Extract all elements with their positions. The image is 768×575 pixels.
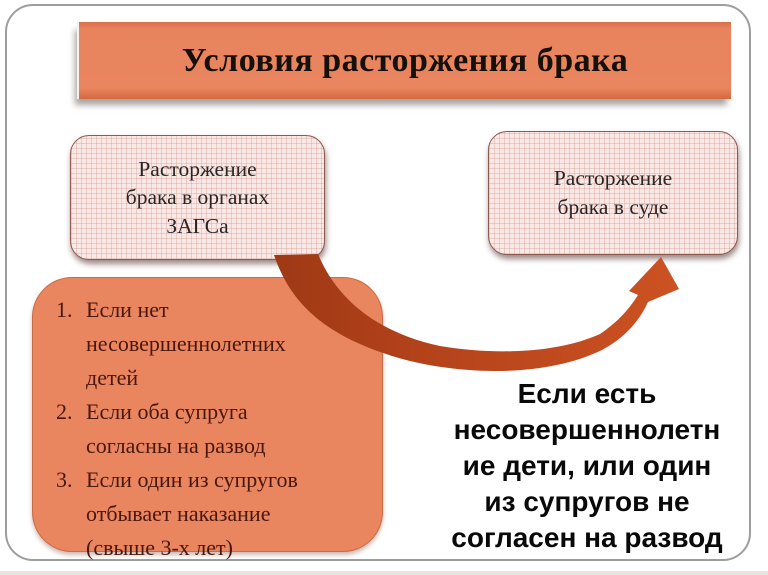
slide-frame-border xyxy=(5,4,751,561)
note-line-2: несовершеннолетн xyxy=(453,414,721,445)
list-item-number: 2. xyxy=(56,399,73,424)
list-item-number: 1. xyxy=(56,297,73,322)
list-item-number: 3. xyxy=(56,467,73,492)
court-condition-note: Если есть несовершеннолетн ие дети, или … xyxy=(406,376,768,556)
bottom-edge-strip xyxy=(0,571,768,575)
box-zags-line-3: ЗАГСа xyxy=(166,213,229,238)
box-zags-line-1: Расторжение xyxy=(138,156,257,181)
box-court-line-2: брака в суде xyxy=(557,195,669,219)
box-divorce-court: Расторжение брака в суде xyxy=(488,131,738,255)
note-line-4: из супругов не xyxy=(484,486,690,517)
note-line-1: Если есть xyxy=(517,378,657,409)
slide-title: Условия расторжения брака xyxy=(181,41,629,79)
box-court-line-1: Расторжение xyxy=(553,166,673,191)
list-item-text: Если оба супруга xyxy=(86,399,248,424)
note-line-5: согласен на развод xyxy=(451,522,723,553)
note-line-3: ие дети, или один xyxy=(462,450,712,481)
box-zags-line-2: брака в органах xyxy=(125,185,270,210)
list-item-text: Если нет xyxy=(86,297,169,322)
title-banner: Условия расторжения брака xyxy=(77,22,731,99)
list-item-text: Если один из супругов xyxy=(86,467,298,492)
box-divorce-zags: Расторжение брака в органах ЗАГСа xyxy=(70,135,325,260)
